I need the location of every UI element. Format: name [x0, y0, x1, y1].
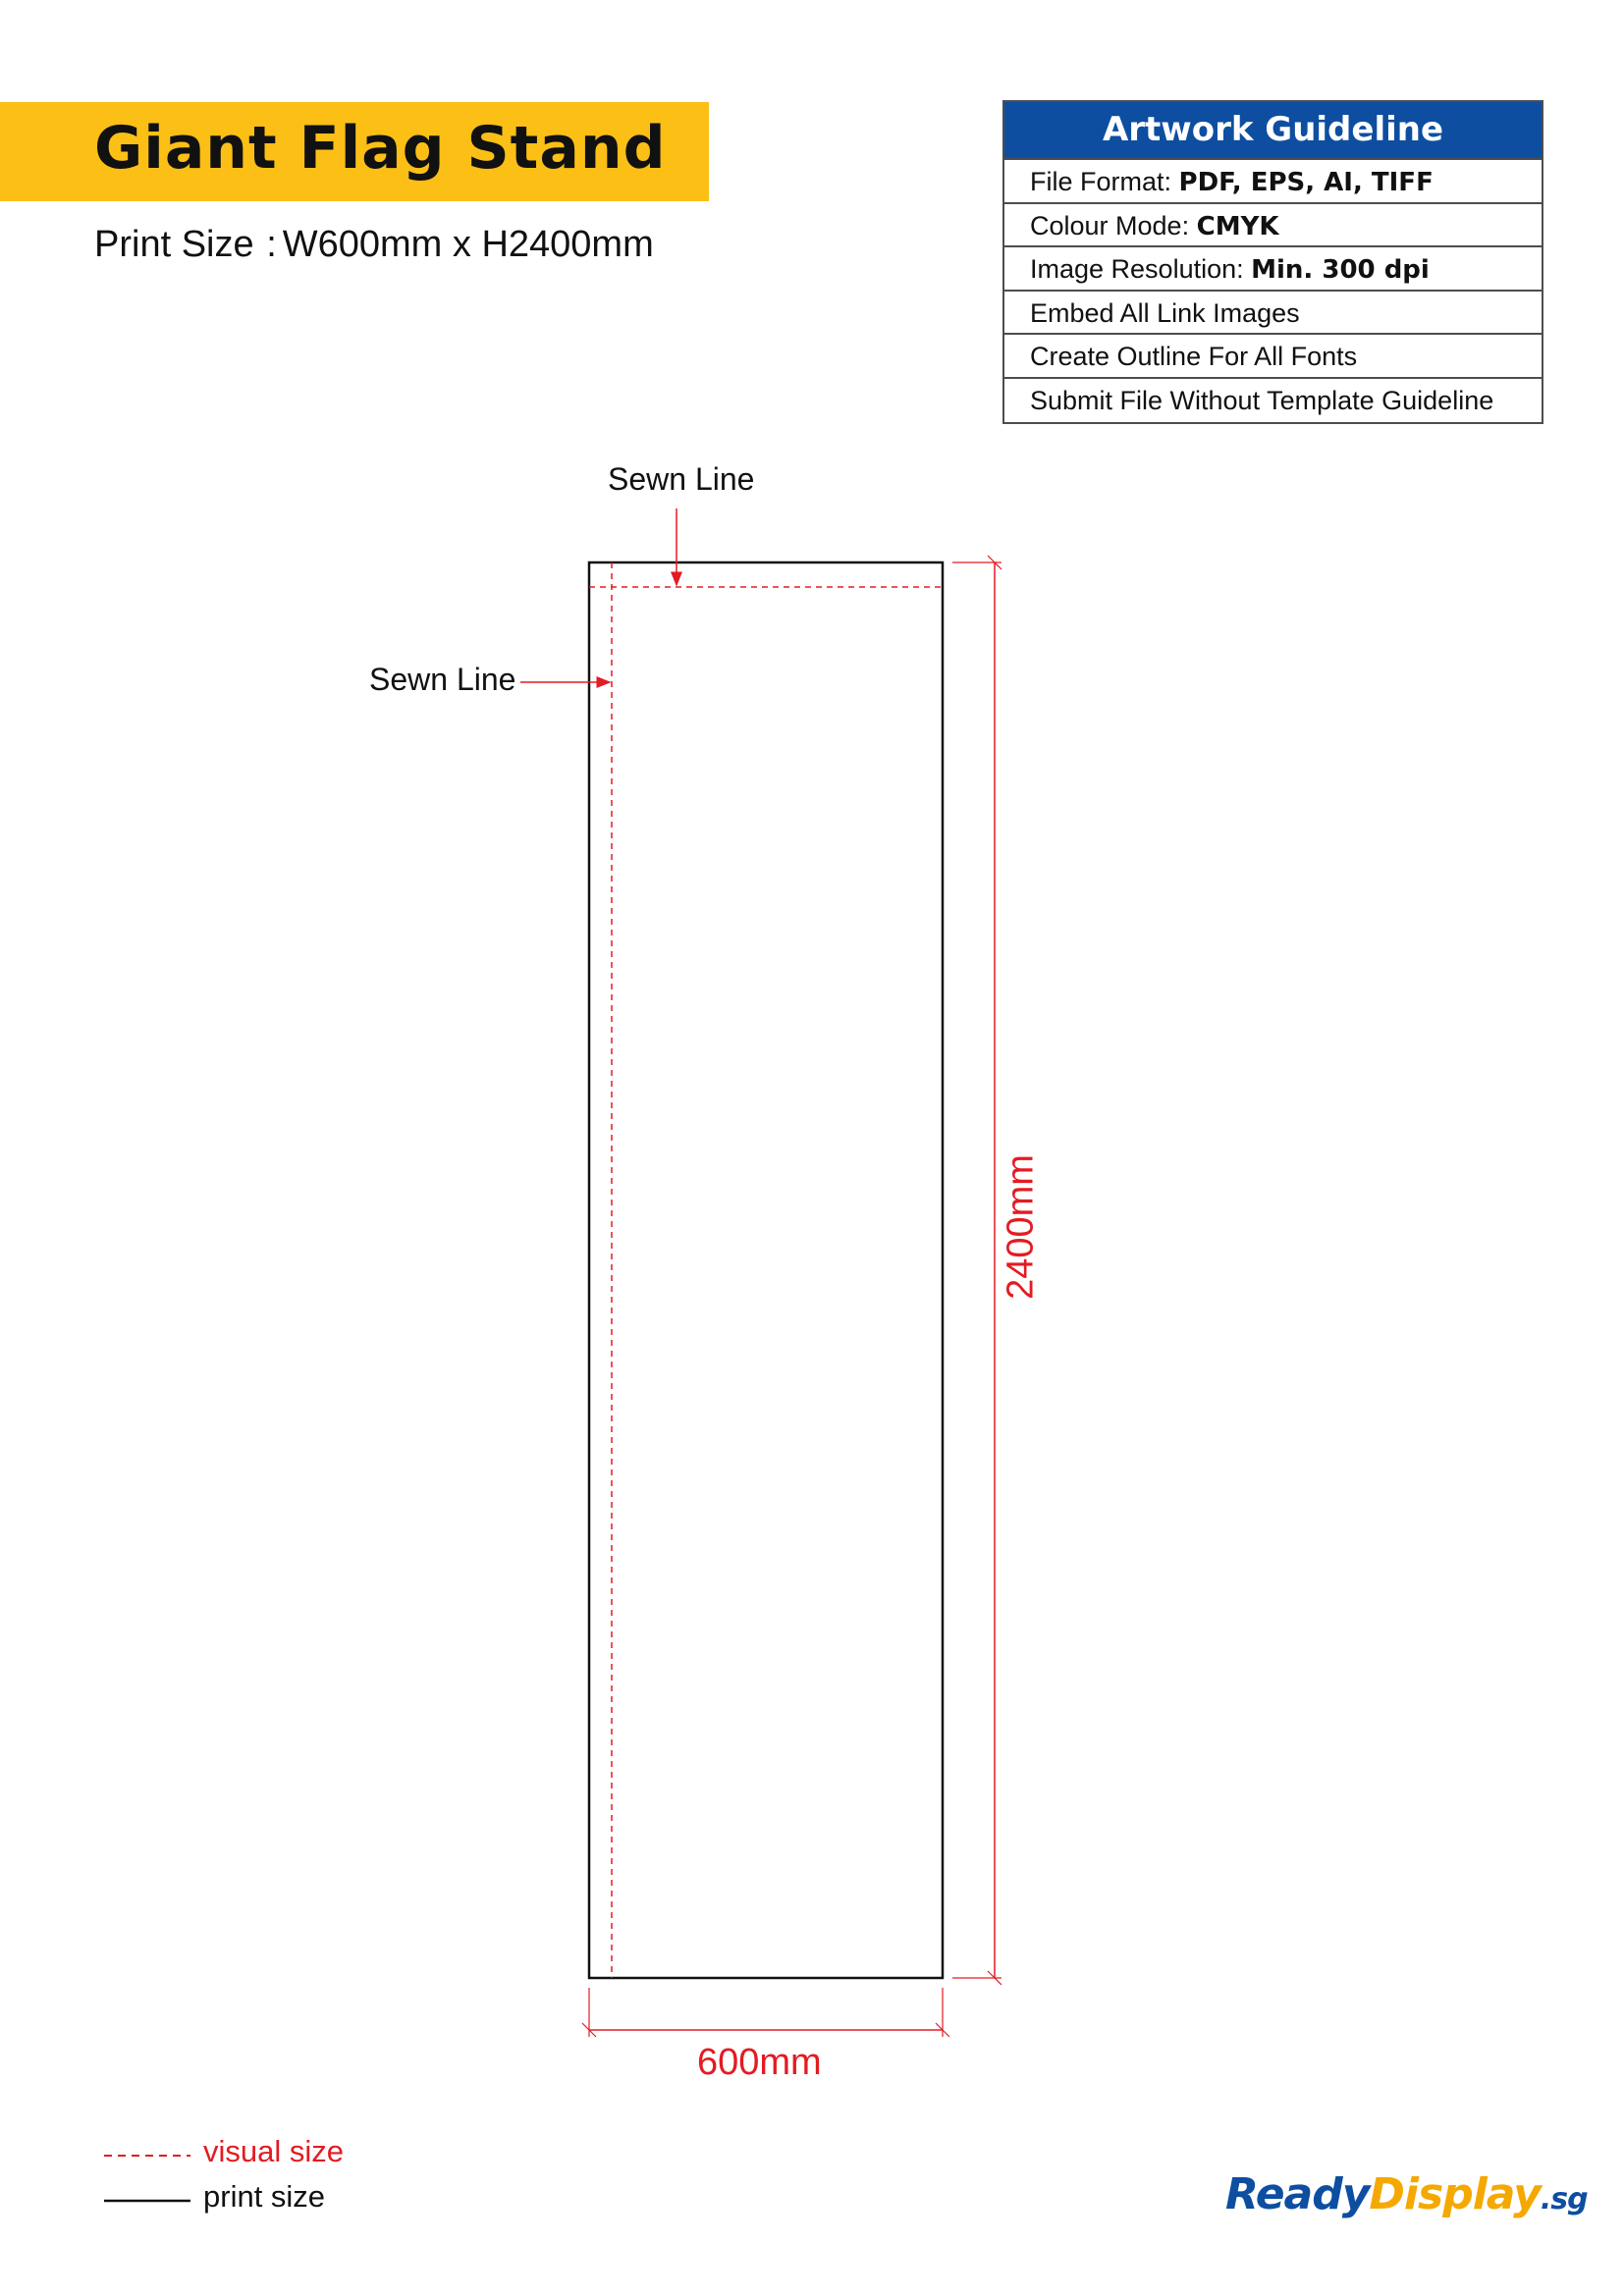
guideline-row-colour-mode: Colour Mode: CMYK — [1004, 204, 1542, 247]
height-dimension-line — [952, 555, 1002, 1986]
legend-print-size-label: print size — [203, 2179, 326, 2214]
guideline-row-label: File Format: — [1030, 167, 1172, 196]
guideline-row-value: Min. 300 dpi — [1251, 255, 1430, 285]
guideline-heading: Artwork Guideline — [1004, 102, 1542, 160]
guideline-row-value: PDF, EPS, AI, TIFF — [1178, 168, 1434, 197]
logo-ready: Ready — [1225, 2169, 1370, 2219]
guideline-row-file-format: File Format: PDF, EPS, AI, TIFF — [1004, 160, 1542, 204]
guideline-row-image-resolution: Image Resolution: Min. 300 dpi — [1004, 247, 1542, 292]
guideline-row-embed-links: Embed All Link Images — [1004, 292, 1542, 335]
artwork-guideline-table: Artwork Guideline File Format: PDF, EPS,… — [1002, 100, 1543, 424]
print-size: Print Size :W600mm x H2400mm — [94, 224, 654, 266]
guideline-row-label: Embed All Link Images — [1030, 297, 1300, 328]
print-size-outline — [587, 561, 945, 1980]
guideline-row-label: Colour Mode: — [1030, 210, 1190, 240]
height-dimension-label: 2400mm — [1000, 1154, 1042, 1300]
sewn-line-left-label: Sewn Line — [369, 662, 516, 697]
print-size-value: W600mm x H2400mm — [282, 224, 654, 265]
logo-sg: .sg — [1540, 2182, 1589, 2216]
guideline-row-submit-file: Submit File Without Template Guideline — [1004, 379, 1542, 423]
guideline-row-value: CMYK — [1196, 211, 1279, 241]
print-size-label: Print Size — [94, 224, 254, 265]
sewn-line-top-label: Sewn Line — [608, 461, 755, 497]
width-dimension-label: 600mm — [697, 2042, 822, 2083]
guideline-row-label: Submit File Without Template Guideline — [1030, 385, 1494, 415]
width-dimension-line — [581, 1988, 950, 2038]
page-title: Giant Flag Stand — [94, 114, 667, 183]
print-size-separator: : — [266, 224, 277, 265]
title-banner — [0, 102, 709, 201]
readydisplay-logo: ReadyDisplay.sg — [1225, 2169, 1589, 2219]
guideline-row-outline-fonts: Create Outline For All Fonts — [1004, 335, 1542, 379]
guideline-row-label: Image Resolution: — [1030, 254, 1244, 284]
guideline-row-label: Create Outline For All Fonts — [1030, 342, 1358, 371]
legend-visual-size-label: visual size — [203, 2134, 344, 2168]
logo-display: Display — [1369, 2169, 1541, 2219]
